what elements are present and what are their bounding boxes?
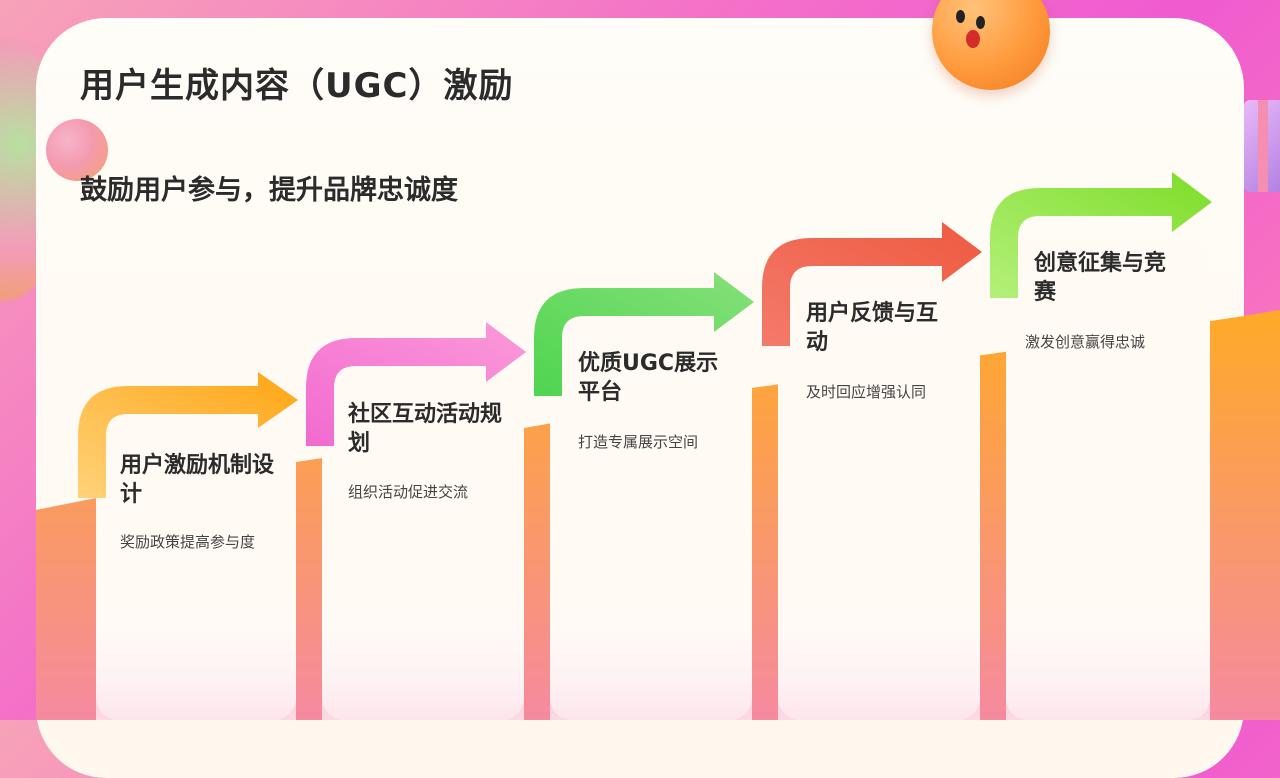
staircase-diagram [36,172,1280,720]
step-arrow-2 [306,322,526,446]
step-5-title: 创意征集与竞赛 [1034,251,1167,306]
step-arrow-5 [990,172,1212,298]
decorative-circle [46,119,108,181]
step-3-desc: 打造专属展示空间 [578,433,699,451]
step-arrow-1 [78,372,298,498]
step-2-desc: 组织活动促进交流 [348,483,469,501]
step-arrow-3 [534,272,754,396]
emoji-eye-left [956,10,965,23]
step-3-title: 优质UGC展示平台 [578,351,719,406]
page-title: 用户生成内容（UGC）激励 [80,66,514,106]
step-4-desc: 及时回应增强认同 [806,383,927,401]
step-2-title: 社区互动活动规划 [348,402,503,457]
step-1-title: 用户激励机制设计 [120,453,275,508]
emoji-eye-right [976,16,985,29]
gift-box-decoration [1244,100,1280,192]
step-1-desc: 奖励政策提高参与度 [120,533,256,551]
emoji-mouth [966,30,980,48]
step-5-desc: 激发创意赢得忠诚 [1025,333,1146,351]
step-4-title: 用户反馈与互动 [806,301,939,356]
page-subtitle: 鼓励用户参与，提升品牌忠诚度 [80,175,458,206]
step-arrow-4 [762,222,982,346]
